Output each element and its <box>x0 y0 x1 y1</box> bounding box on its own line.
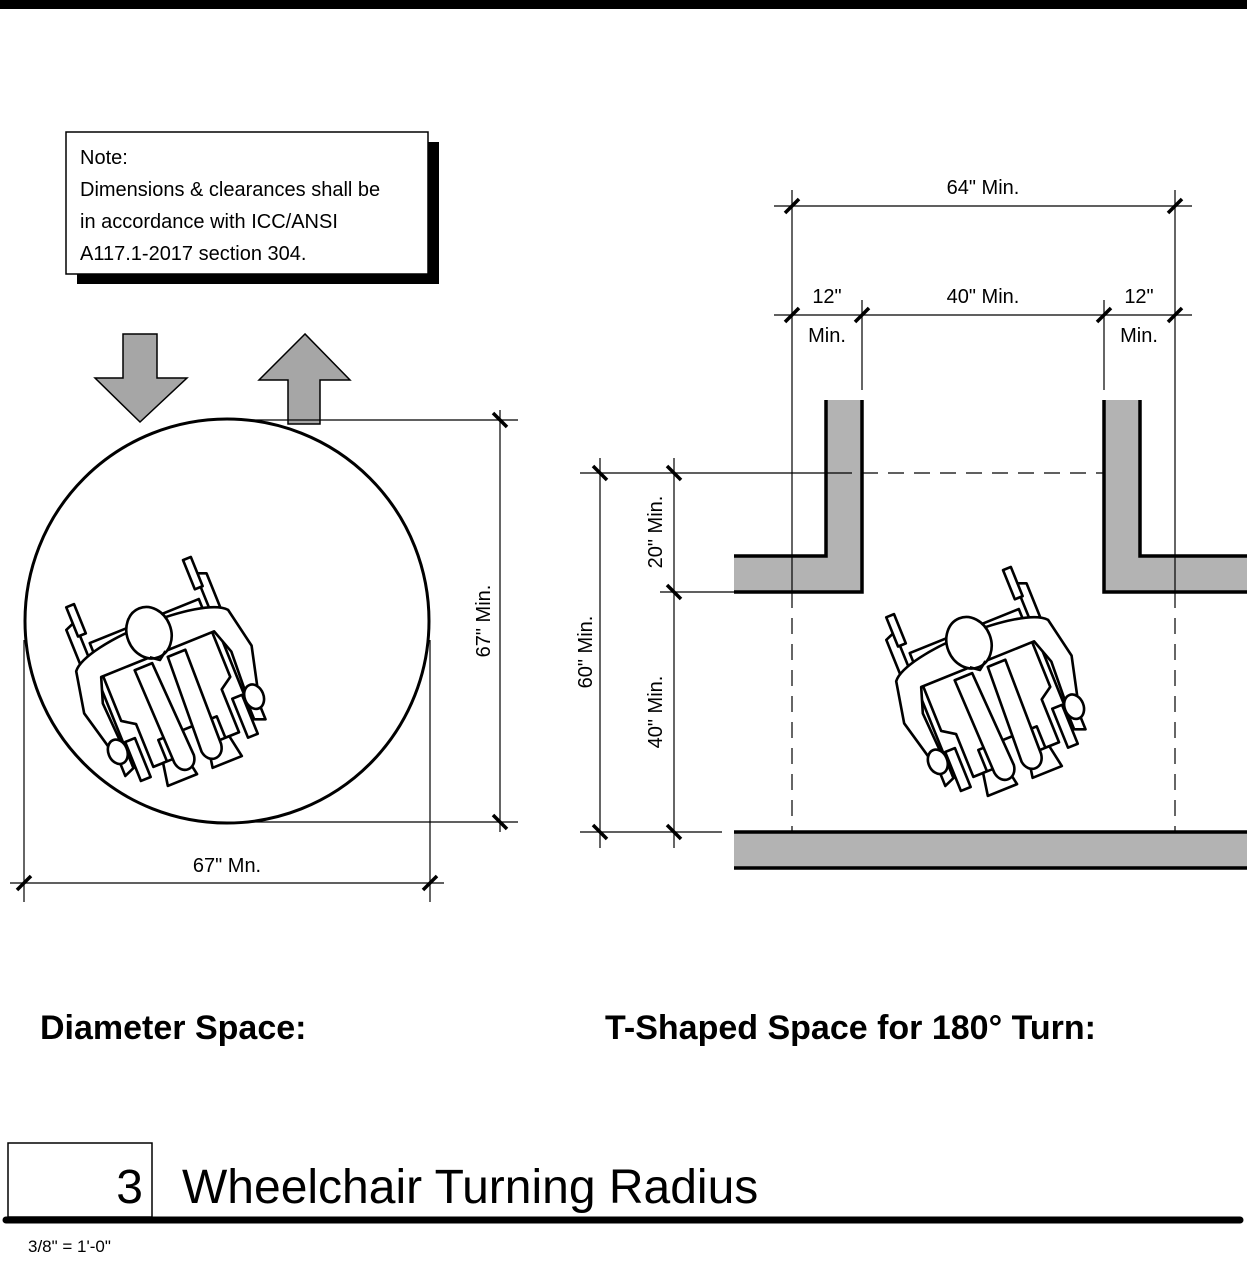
title-block: 3 Wheelchair Turning Radius 3/8" = 1'-0" <box>2 1142 1244 1256</box>
t-left-dim-top: 12" <box>812 286 841 308</box>
detail-title: Wheelchair Turning Radius <box>182 1161 758 1214</box>
wheelchair-icon <box>43 546 290 807</box>
t-overall-width-dim: 64" Min. <box>947 177 1020 199</box>
note-line-2: Dimensions & clearances shall be <box>80 179 380 201</box>
t-lower-depth-dim: 40" Min. <box>645 676 667 749</box>
up-arrow-icon <box>257 332 352 425</box>
t-center-dim: 40" Min. <box>947 286 1020 308</box>
left-wall <box>734 400 862 592</box>
note-line-4: A117.1-2017 section 304. <box>80 243 306 265</box>
wheelchair-icon-t <box>863 556 1110 817</box>
detail-scale: 3/8" = 1'-0" <box>28 1237 111 1256</box>
diameter-width-dim: 67" Mn. <box>193 855 261 877</box>
diameter-height-dim: 67" Min. <box>473 585 495 658</box>
t-right-dim-top: 12" <box>1124 286 1153 308</box>
note-box: Note: Dimensions & clearances shall be i… <box>65 131 439 284</box>
down-arrow-icon <box>93 333 189 424</box>
t-overall-depth-dim: 60" Min. <box>575 616 597 689</box>
t-space-drawing: 64" Min. 12" Min. 40" Min. 12" Min. 20" … <box>575 177 1247 870</box>
t-right-dim-bottom: Min. <box>1120 325 1158 347</box>
diameter-space-drawing: 67" Min. 67" Mn. <box>10 410 518 902</box>
note-line-3: in accordance with ICC/ANSI <box>80 211 338 233</box>
bottom-wall <box>734 832 1247 868</box>
top-border <box>0 0 1247 9</box>
diameter-space-heading: Diameter Space: <box>40 1009 306 1047</box>
note-line-1: Note: <box>80 147 128 169</box>
t-upper-depth-dim: 20" Min. <box>645 496 667 569</box>
turning-circle <box>23 417 431 825</box>
t-left-dim-bottom: Min. <box>808 325 846 347</box>
detail-number: 3 <box>116 1161 143 1214</box>
t-space-heading: T-Shaped Space for 180° Turn: <box>605 1009 1096 1047</box>
